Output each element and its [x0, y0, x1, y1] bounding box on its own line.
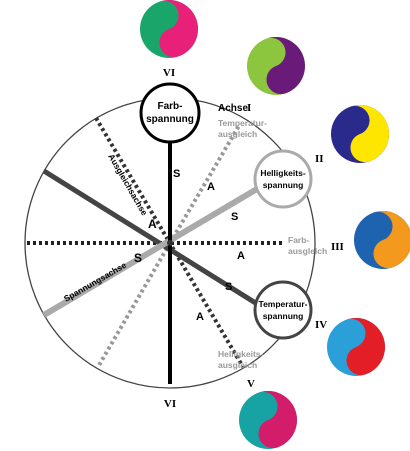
farb-ausgleich-line1: Farb-	[288, 235, 309, 245]
spannungsachse-label: Spannungsachse	[62, 260, 128, 304]
letter-a-upper: A	[207, 181, 215, 193]
axis-helligkeit	[42, 183, 264, 318]
numeral-iv: IV	[315, 319, 327, 331]
color-swatch-vi-2	[247, 37, 305, 95]
swatch-half	[346, 318, 385, 376]
letter-a-horizontal: A	[237, 250, 245, 262]
hell-ausgleich-line2: ausgleich	[218, 360, 257, 370]
ausgleichsachse-label: Ausgleichsachse	[106, 152, 150, 217]
achse-numeral: I	[247, 102, 251, 114]
color-swatch-ii	[331, 105, 389, 163]
achse-label: Achse	[218, 103, 248, 114]
color-swatch-v	[239, 391, 297, 449]
hell-ausgleich-line1: Helligkeits-	[218, 349, 264, 359]
letter-s-vertical: S	[173, 168, 180, 180]
color-swatch-iii	[354, 211, 410, 269]
numeral-ii: II	[315, 153, 324, 165]
axis-temperatur	[42, 168, 264, 310]
swatch-half	[350, 105, 389, 163]
farb-ausgleich-line2: ausgleich	[288, 246, 327, 256]
temp-ausgleich-line1: Temperatur-	[218, 118, 267, 128]
numeral-vi-top: VI	[163, 67, 175, 79]
spannungsachse-s: S	[134, 251, 142, 265]
swatch-half	[159, 0, 198, 58]
node-farbspannung-line2: spannung	[146, 114, 194, 125]
center-point	[167, 240, 173, 246]
node-temperatur-line1: Temperatur-	[259, 299, 308, 309]
node-farbspannung: Farb- spannung	[139, 82, 201, 144]
node-helligkeit-line2: spannung	[263, 180, 304, 190]
ausgleichsachse-a: A	[148, 217, 157, 231]
numeral-iii: III	[331, 241, 344, 253]
node-helligkeitsspannung: Helligkeits- spannung	[253, 149, 313, 209]
numeral-v: V	[247, 378, 255, 390]
swatch-half	[373, 211, 410, 269]
swatch-half	[258, 391, 297, 449]
swatch-half	[266, 37, 305, 95]
node-farbspannung-line1: Farb-	[158, 101, 183, 112]
color-swatch-iv	[327, 318, 385, 376]
node-helligkeit-line1: Helligkeits-	[260, 168, 306, 178]
color-swatch-vi-top	[140, 0, 198, 58]
numeral-vi-bottom: VI	[164, 398, 176, 410]
letter-s-temperatur: S	[225, 281, 232, 293]
letter-s-helligkeit: S	[231, 211, 238, 223]
axis-dashed-temperatur	[168, 122, 242, 245]
node-temperaturspannung: Temperatur- spannung	[253, 280, 313, 340]
temp-ausgleich-line2: ausgleich	[218, 129, 257, 139]
letter-a-lower: A	[196, 311, 204, 323]
node-temperatur-line2: spannung	[263, 311, 304, 321]
